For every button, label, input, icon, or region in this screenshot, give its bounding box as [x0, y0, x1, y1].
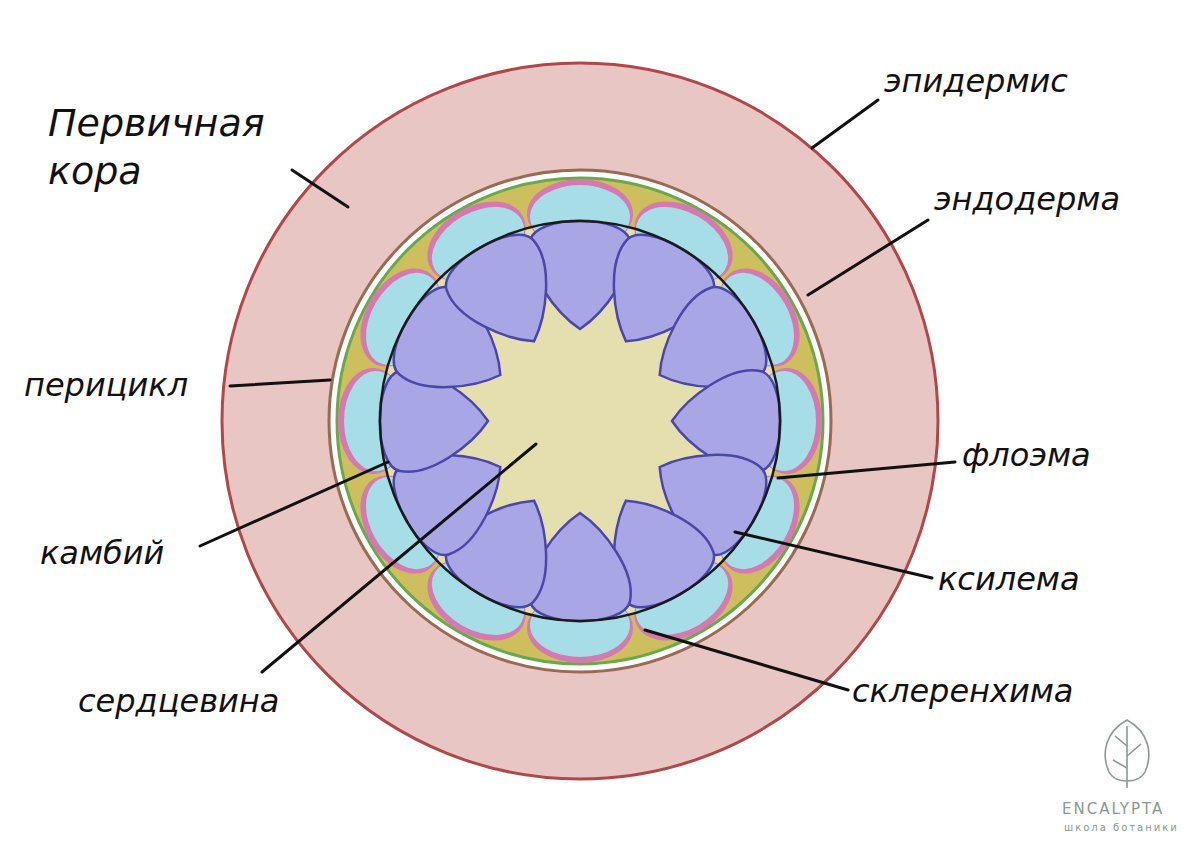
tissue-label: эпидермис [884, 62, 1068, 100]
vascular-bundles [338, 179, 822, 663]
tissue-label: флоэма [962, 436, 1091, 474]
tissue-label: камбий [40, 534, 164, 572]
pericycle [337, 178, 823, 664]
watermark: школа ботаники [1064, 822, 1179, 833]
tissue-label: эндодерма [934, 180, 1120, 218]
watermark-icon [1105, 720, 1149, 788]
cortex [222, 63, 938, 779]
region-label: Первичная кора [48, 100, 298, 195]
tissue-label: ксилема [938, 560, 1080, 598]
tissue-label: склеренхима [852, 672, 1073, 710]
endodermis [329, 170, 831, 672]
tissue-label: сердцевина [78, 682, 279, 720]
watermark: ENCALYPTA [1062, 800, 1164, 818]
tissue-label: перицикл [24, 366, 188, 404]
cambium [380, 221, 780, 621]
leader-lines [200, 100, 955, 690]
